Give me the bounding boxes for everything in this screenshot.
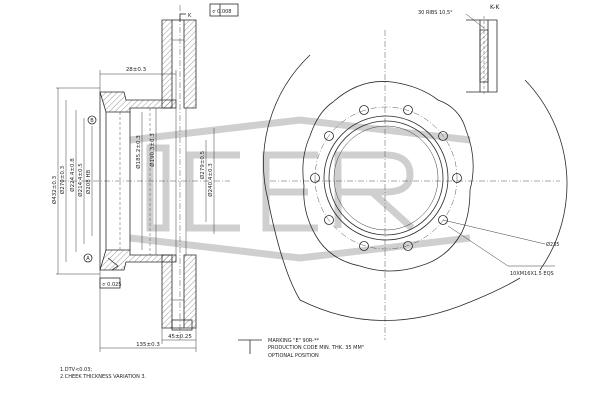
optional-text: OPTIONAL POSITION [268, 353, 319, 359]
dim-240: Ø240.4±0.3 [207, 163, 214, 197]
section-mark-k: K [188, 13, 192, 19]
tolerance-runout: ⌭ 0.025 [102, 282, 122, 288]
tolerance-flatness: ⌭ 0.008 [212, 9, 232, 15]
production-text: PRODUCTION CODE MIN. THK. 35 MM" [268, 345, 364, 351]
dim-270: Ø270±0.3 [59, 165, 66, 194]
dim-185: Ø185.2±0.3 [135, 135, 142, 169]
dim-overall-height: 135±0.3 [136, 342, 160, 348]
bolt-holes [310, 105, 462, 251]
pcd-label: Ø235 [546, 241, 559, 248]
section-dimension-labels: Ø432±0.3 Ø270±0.3 Ø224.4±0.8 Ø214.4±0.5 … [51, 9, 232, 348]
marking-text: MARKING "E" 90R-** [268, 338, 319, 344]
detail-title: K-K [490, 4, 500, 11]
dim-bore: Ø208 H8 [85, 169, 92, 194]
dim-disc-thickness: 45±0.25 [168, 334, 192, 340]
marking-legend: MARKING "E" 90R-** PRODUCTION CODE MIN. … [238, 338, 364, 359]
drawing-notes: 1.DTV<0.03; 2.CHEEK THICKNESS VARIATION … [60, 367, 147, 380]
datum-a-label: A [86, 256, 90, 262]
watermark-logo [129, 116, 471, 262]
dim-279: Ø279±0.5 [199, 150, 206, 179]
front-view [263, 30, 568, 340]
dim-224: Ø224.4±0.8 [69, 158, 76, 192]
dim-outer-diameter: Ø432±0.3 [51, 175, 58, 204]
hole-note: 10XM16X1.5 EQS [510, 271, 554, 277]
section-view [56, 3, 239, 352]
dim-214: Ø214.4±0.5 [77, 163, 84, 197]
ribs-note: 30 RIBS 10,5° [418, 10, 453, 16]
note-dtv: 1.DTV<0.03; [60, 367, 92, 373]
detail-labels: K-K 30 RIBS 10,5° Ø235 10XM16X1.5 EQS [418, 4, 559, 277]
dim-190: Ø190.3±0.3 [149, 133, 156, 167]
datum-b-label: B [90, 118, 94, 124]
dim-hat-depth: 28±0.3 [126, 67, 147, 73]
note-cheek: 2.CHEEK THICKNESS VARIATION 3. [60, 374, 147, 380]
detail-k-k [465, 13, 498, 96]
